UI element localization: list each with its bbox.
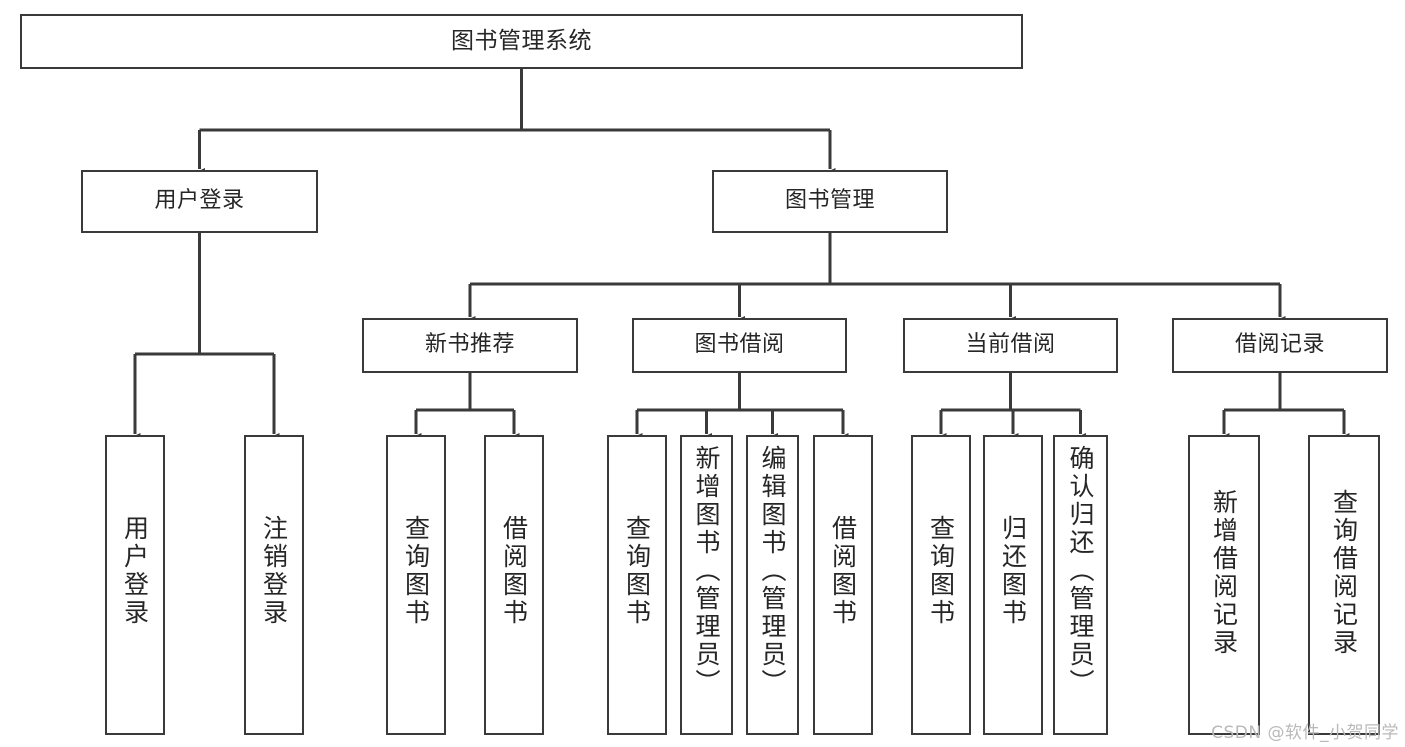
node-label: 借阅图书 [499,515,529,627]
node-label: 归还图书 [998,515,1028,627]
node-label: 查询借阅记录 [1329,489,1359,657]
node-leaf-br-add[interactable]: 新增借阅记录 [1188,435,1260,735]
node-leaf-user-login[interactable]: 用户登录 [105,435,165,735]
node-label: 图书管理系统 [451,27,592,54]
node-label: 新增图书（管理员） [692,445,721,697]
node-leaf-nb-query[interactable]: 查询图书 [386,435,446,735]
node-leaf-cb-confirm[interactable]: 确认归还（管理员） [1053,435,1108,735]
watermark: CSDN @软件_小贺同学 [1211,723,1399,743]
node-label: 借阅记录 [1234,332,1325,358]
node-new-book-rec[interactable]: 新书推荐 [362,318,578,373]
node-leaf-user-logout[interactable]: 注销登录 [244,435,304,735]
node-root[interactable]: 图书管理系统 [20,14,1023,69]
node-leaf-nb-borrow[interactable]: 借阅图书 [484,435,544,735]
node-leaf-bb-edit[interactable]: 编辑图书（管理员） [746,435,799,735]
node-label: 借阅图书 [828,515,858,627]
node-leaf-cb-return[interactable]: 归还图书 [983,435,1043,735]
node-label: 图书管理 [784,188,875,214]
node-label: 查询图书 [926,515,956,627]
node-borrow-record[interactable]: 借阅记录 [1172,318,1388,373]
node-label: 图书借阅 [694,332,785,358]
node-label: 新增借阅记录 [1209,489,1239,657]
node-label: 注销登录 [259,515,289,627]
node-label: 确认归还（管理员） [1066,445,1095,697]
node-leaf-bb-query[interactable]: 查询图书 [607,435,667,735]
node-label: 用户登录 [120,515,150,627]
node-book-manage[interactable]: 图书管理 [712,170,948,233]
node-leaf-cb-query[interactable]: 查询图书 [911,435,971,735]
node-book-borrow[interactable]: 图书借阅 [632,318,847,373]
node-leaf-bb-add[interactable]: 新增图书（管理员） [680,435,733,735]
node-label: 查询图书 [401,515,431,627]
node-leaf-bb-borrow[interactable]: 借阅图书 [813,435,873,735]
node-label: 新书推荐 [424,332,515,358]
node-label: 编辑图书（管理员） [758,445,787,697]
node-label: 当前借阅 [965,332,1056,358]
node-label: 用户登录 [154,188,245,214]
node-leaf-br-query[interactable]: 查询借阅记录 [1308,435,1380,735]
node-label: 查询图书 [622,515,652,627]
node-current-borrow[interactable]: 当前借阅 [903,318,1118,373]
node-user-login[interactable]: 用户登录 [81,170,318,233]
